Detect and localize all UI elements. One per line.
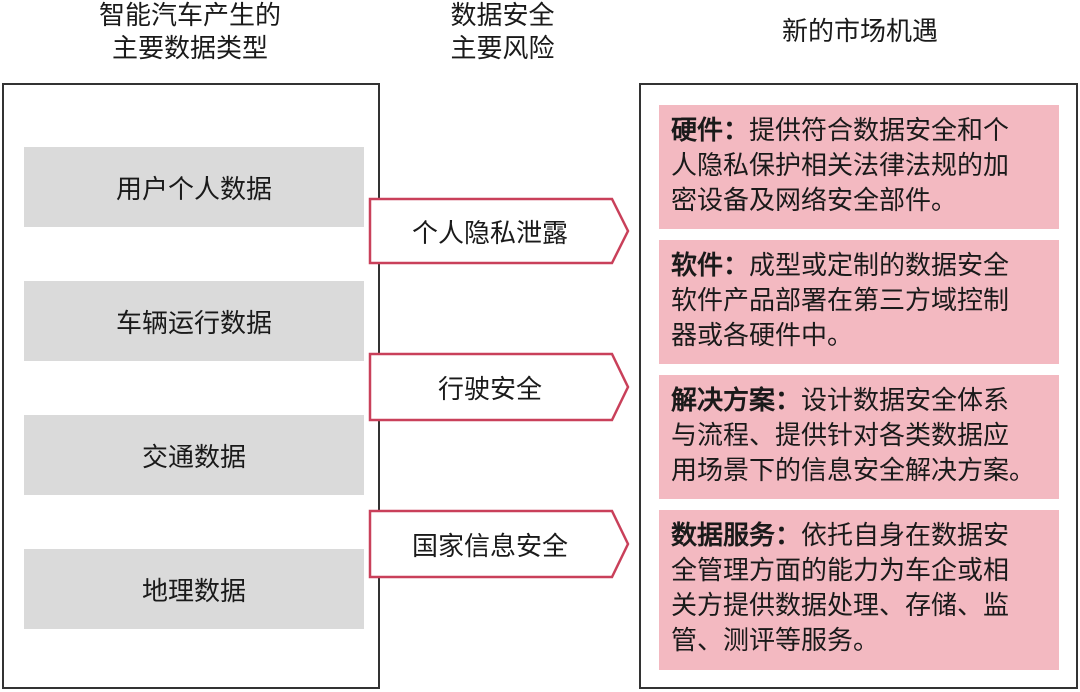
opportunity-hardware-line1: 提供符合数据安全和个	[749, 116, 1010, 146]
header-data-types-line1: 智能汽车产生的	[98, 1, 281, 31]
opportunity-hardware-line2: 人隐私保护相关法律法规的加	[671, 151, 1010, 181]
opportunity-data-services-title: 数据服务：	[671, 521, 802, 551]
opportunity-hardware-line3: 密设备及网络安全部件。	[671, 186, 958, 216]
opportunity-solutions-line2: 与流程、提供针对各类数据应	[671, 421, 1010, 451]
opportunity-hardware: 硬件：提供符合数据安全和个 人隐私保护相关法律法规的加 密设备及网络安全部件。	[659, 105, 1059, 229]
data-type-vehicle-operation: 车辆运行数据	[24, 281, 364, 361]
risk-label-privacy: 个人隐私泄露	[411, 218, 568, 249]
opportunities-panel: 硬件：提供符合数据安全和个 人隐私保护相关法律法规的加 密设备及网络安全部件。 …	[639, 83, 1078, 689]
header-risks-line1: 数据安全	[450, 1, 555, 31]
risk-arrow-driving	[368, 352, 630, 422]
risk-arrow-national	[368, 509, 630, 579]
opportunity-software-line3: 器或各硬件中。	[671, 321, 854, 351]
opportunity-software: 软件：成型或定制的数据安全 软件产品部署在第三方域控制 器或各硬件中。	[659, 240, 1059, 364]
opportunity-data-services-line4: 管、测评等服务。	[671, 626, 880, 656]
opportunity-software-title: 软件：	[671, 251, 750, 281]
opportunity-software-line1: 成型或定制的数据安全	[749, 251, 1010, 281]
opportunity-solutions: 解决方案：设计数据安全体系 与流程、提供针对各类数据应 用场景下的信息安全解决方…	[659, 375, 1059, 499]
opportunity-data-services-line1: 依托自身在数据安	[801, 521, 1010, 551]
header-opportunities-text: 新的市场机遇	[781, 17, 938, 47]
data-type-geographic: 地理数据	[24, 549, 364, 629]
opportunity-data-services: 数据服务：依托自身在数据安 全管理方面的能力为车企或相 关方提供数据处理、存储、…	[659, 510, 1059, 670]
header-data-types-line2: 主要数据类型	[111, 34, 268, 64]
data-type-user-personal: 用户个人数据	[24, 147, 364, 227]
risk-label-national: 国家信息安全	[411, 531, 568, 562]
opportunity-software-line2: 软件产品部署在第三方域控制	[671, 286, 1010, 316]
data-types-panel: 用户个人数据 车辆运行数据 交通数据 地理数据	[2, 83, 380, 689]
header-risks: 数据安全 主要风险	[370, 0, 635, 66]
header-risks-line2: 主要风险	[450, 34, 555, 64]
risk-label-driving: 行驶安全	[437, 374, 542, 405]
opportunity-solutions-line1: 设计数据安全体系	[801, 386, 1010, 416]
header-opportunities: 新的市场机遇	[640, 16, 1080, 49]
opportunity-data-services-line2: 全管理方面的能力为车企或相	[671, 556, 1010, 586]
opportunity-data-services-line3: 关方提供数据处理、存储、监	[671, 591, 1010, 621]
opportunity-solutions-title: 解决方案：	[671, 386, 802, 416]
data-type-traffic: 交通数据	[24, 415, 364, 495]
opportunity-solutions-line3: 用场景下的信息安全解决方案。	[671, 456, 1036, 486]
risk-arrow-privacy	[368, 197, 630, 265]
opportunity-hardware-title: 硬件：	[671, 116, 750, 146]
header-data-types: 智能汽车产生的 主要数据类型	[0, 0, 380, 66]
